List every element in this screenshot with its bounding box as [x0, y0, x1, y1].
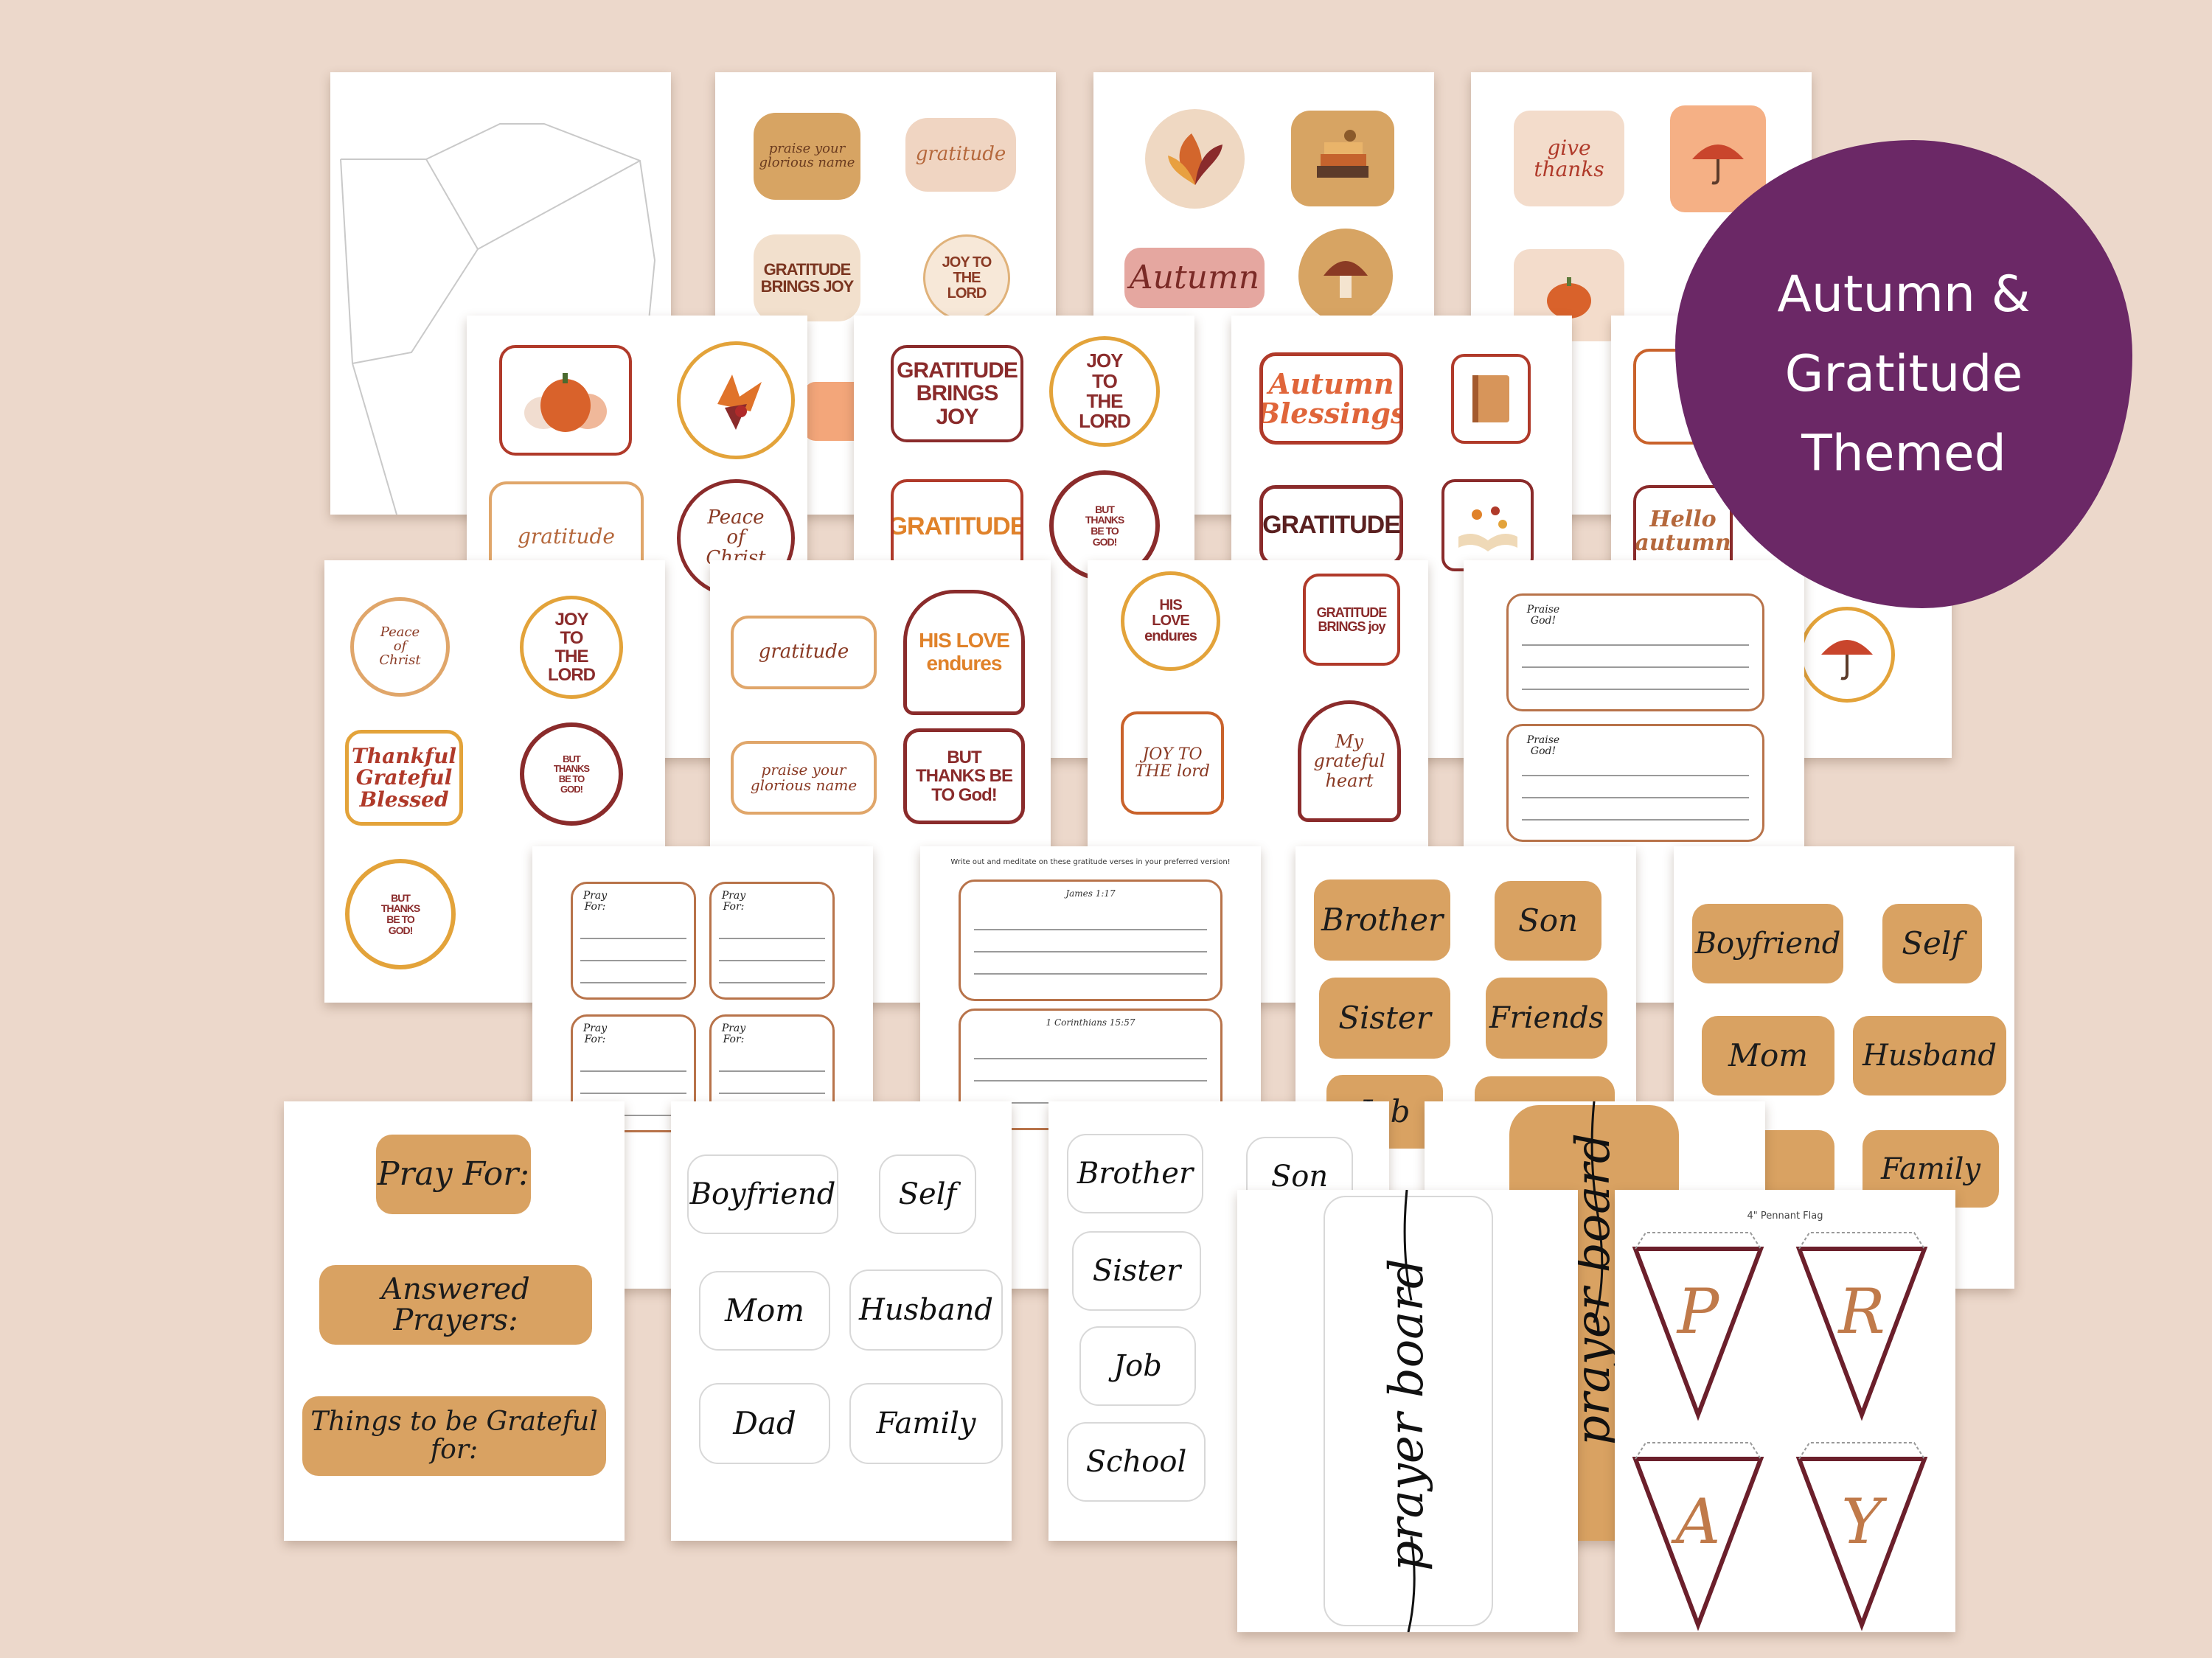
label-self: Self [879, 1154, 976, 1234]
badge-line-1: Autumn & [1777, 265, 2031, 324]
label-sister: Sister [1319, 978, 1450, 1059]
sticker-but-thanks-be-to-god-2: BUT THANKS BE TO GOD! [345, 859, 456, 969]
books-icon [1317, 130, 1368, 178]
pennant-flags [1632, 1232, 1928, 1631]
verse-label-2: 1 Corinthians 15:57 [1046, 1017, 1135, 1028]
swirl-line [1403, 1190, 1416, 1632]
sticker-praise-your-glorious-name: praise your glorious name [731, 741, 877, 815]
header-pray-for: Pray For: [376, 1135, 531, 1214]
sticker-gratitude-brings-joy: GRATITUDE BRINGS JOY [891, 345, 1023, 442]
badge-line-3: Themed [1801, 424, 2006, 483]
sticker-autumn: Autumn [1124, 248, 1265, 308]
label-brother: Brother [1314, 879, 1450, 961]
praise-god-box-2 [1506, 724, 1764, 842]
theme-badge: Autumn & Gratitude Themed [1675, 140, 2132, 608]
sticker-sheet-9: Peace of Christ JOY TO THE LORD Thankful… [324, 560, 665, 1003]
verse-label-1: James 1:17 [1065, 888, 1116, 899]
books-sticker [1291, 111, 1394, 206]
sticker-gratitude-brings-joy: GRATITUDE BRINGS joy [1303, 574, 1400, 666]
pennant-letter-a: A [1675, 1485, 1721, 1558]
pennant-letter-r: R [1838, 1275, 1885, 1348]
label-son: Son [1495, 881, 1601, 961]
sticker-but-thanks-be-to-god: BUT THANKS BE TO God! [903, 728, 1025, 824]
section-headers-sheet: Pray For: Answered Prayers: Things to be… [284, 1101, 625, 1541]
open-book-leaves-icon [1458, 506, 1517, 551]
header-answered-prayers: Answered Prayers: [319, 1265, 592, 1345]
sticker-peace-of-christ: Peace of Christ [350, 597, 450, 697]
pennant-letter-p: P [1677, 1275, 1719, 1348]
outline-labels-sheet-a: Boyfriend Self Mom Husband Dad Family [671, 1101, 1012, 1541]
sticker-gratitude: GRATITUDE [1259, 485, 1403, 566]
sticker-his-love-endures: HIS LOVE endures [903, 590, 1025, 715]
prayer-board-white-sheet: prayer board [1237, 1190, 1578, 1632]
label-school: School [1067, 1422, 1206, 1502]
leaf-sticker [1145, 109, 1245, 209]
label-self: Self [1882, 904, 1982, 983]
umbrella-icon [1692, 144, 1744, 184]
sticker-joy-to-the-lord: JOY TO THE lord [1121, 711, 1224, 815]
maple-leaves-icon [717, 375, 762, 430]
sticker-praise-your-glorious-name: praise your glorious name [754, 113, 860, 200]
book-sticker [1451, 354, 1531, 444]
pumpkin-icon [1547, 276, 1591, 318]
book-icon [1472, 375, 1509, 422]
sticker-autumn-blessings: Autumn Blessings [1259, 352, 1403, 445]
pray-for-label-2: Pray For: [721, 890, 746, 913]
label-sister: Sister [1072, 1231, 1201, 1311]
pray-for-box-1 [571, 882, 696, 1000]
swirl-line [1590, 1101, 1604, 1323]
praise-god-label-2: Praise God! [1526, 734, 1560, 757]
sticker-gratitude-brings-joy: GRATITUDE BRINGS JOY [754, 234, 860, 321]
label-boyfriend: Boyfriend [687, 1154, 838, 1234]
label-friends: Friends [1486, 978, 1607, 1059]
label-mom: Mom [1702, 1016, 1834, 1096]
label-boyfriend: Boyfriend [1692, 904, 1843, 983]
leaves-icon [1167, 133, 1222, 185]
sticker-his-love-endures: HIS LOVE endures [1121, 571, 1220, 671]
pumpkins-sticker [499, 345, 632, 456]
pumpkins-icon [524, 373, 607, 432]
header-things-to-be-grateful-for: Things to be Grateful for: [302, 1396, 606, 1476]
label-brother: Brother [1067, 1134, 1203, 1213]
autumn-leaves-circle-sticker [677, 341, 795, 459]
praise-god-label-1: Praise God! [1526, 604, 1560, 627]
sticker-gratitude: gratitude [905, 118, 1016, 192]
umbrella-icon [1821, 640, 1873, 680]
label-husband: Husband [849, 1269, 1003, 1351]
label-job: Job [1079, 1326, 1196, 1406]
verse-box-1 [959, 879, 1222, 1001]
umbrella-sticker [1670, 105, 1766, 212]
sticker-gratitude: gratitude [731, 616, 877, 689]
pray-for-label-3: Pray For: [582, 1023, 608, 1045]
pennant-letter-y: Y [1841, 1485, 1882, 1558]
sticker-thankful-grateful-blessed: Thankful Grateful Blessed [345, 730, 463, 826]
mushroom-sticker [1298, 229, 1393, 323]
pray-for-label-1: Pray For: [582, 890, 608, 913]
label-mom: Mom [699, 1271, 830, 1351]
sticker-my-grateful-heart: My grateful heart [1298, 700, 1401, 822]
sticker-joy-to-the-lord: JOY TO THE LORD [520, 596, 623, 699]
mushroom-icon [1324, 261, 1368, 298]
pray-for-label-4: Pray For: [721, 1023, 746, 1045]
open-book-sticker [1441, 479, 1534, 571]
sticker-but-thanks-be-to-god: BUT THANKS BE TO GOD! [520, 722, 623, 826]
pray-for-box-2 [709, 882, 835, 1000]
label-family: Family [849, 1383, 1003, 1464]
prayer-board-white-banner [1324, 1196, 1493, 1626]
sticker-joy-to-the-lord: JOY TO THE LORD [923, 234, 1010, 321]
pennant-flag-sheet: 4" Pennant Flag P R A Y [1615, 1190, 1955, 1632]
badge-line-2: Gratitude [1784, 344, 2023, 403]
pennant-flag-title: 4" Pennant Flag [1747, 1211, 1823, 1222]
prayer-board-title: prayer board [1380, 1258, 1435, 1571]
label-dad: Dad [699, 1383, 830, 1464]
umbrella-circle-sticker [1799, 607, 1895, 703]
verses-instructions: Write out and meditate on these gratitud… [950, 857, 1231, 866]
label-husband: Husband [1853, 1016, 2006, 1096]
sticker-give-thanks: give thanks [1514, 111, 1624, 206]
sticker-joy-to-the-lord: JOY TO THE LORD [1049, 336, 1160, 447]
praise-god-box-1 [1506, 593, 1764, 711]
